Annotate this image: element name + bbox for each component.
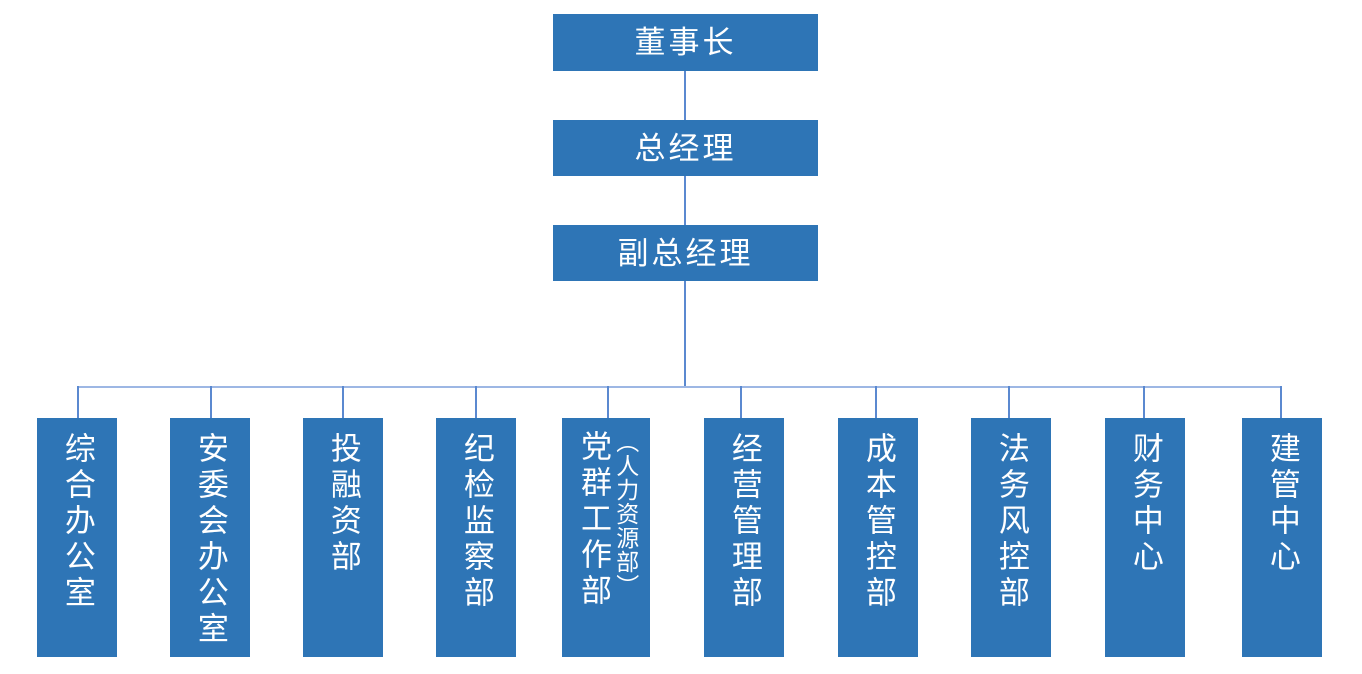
node-department-8[interactable]: 法务风控部 [971, 418, 1051, 657]
node-department-3[interactable]: 投融资部 [303, 418, 383, 657]
department-7-text-block: 成本管控部 [859, 432, 897, 657]
connector-drop-6 [740, 386, 742, 418]
department-2-text-block: 安委会办公室 [191, 432, 229, 657]
department-3-text-block: 投融资部 [324, 432, 362, 657]
connector-horizontal-bus [77, 386, 1282, 388]
node-department-4[interactable]: 纪检监察部 [436, 418, 516, 657]
node-department-7[interactable]: 成本管控部 [838, 418, 918, 657]
department-6-text-block: 经营管理部 [725, 432, 763, 657]
node-department-3-label: 投融资部 [325, 432, 361, 576]
department-10-text-block: 建管中心 [1263, 432, 1301, 657]
node-department-4-label: 纪检监察部 [458, 432, 494, 612]
connector-drop-9 [1143, 386, 1145, 418]
department-4-text-block: 纪检监察部 [457, 432, 495, 657]
node-department-10-label: 建管中心 [1264, 432, 1300, 576]
node-department-6-label: 经营管理部 [726, 432, 762, 612]
node-department-10[interactable]: 建管中心 [1242, 418, 1322, 657]
node-department-1[interactable]: 综合办公室 [37, 418, 117, 657]
connector-deputy-to-bus [684, 281, 686, 387]
node-department-5-sublabel: （人力资源部） [612, 430, 639, 598]
connector-chairman-to-gm [684, 71, 686, 120]
connector-drop-2 [210, 386, 212, 418]
node-general-manager-label: 总经理 [634, 130, 737, 166]
department-8-text-block: 法务风控部 [992, 432, 1030, 657]
node-department-7-label: 成本管控部 [860, 432, 896, 612]
node-department-6[interactable]: 经营管理部 [704, 418, 784, 657]
node-deputy-general-manager[interactable]: 副总经理 [553, 225, 818, 281]
connector-drop-5 [607, 386, 609, 418]
connector-drop-10 [1280, 386, 1282, 418]
node-department-2[interactable]: 安委会办公室 [170, 418, 250, 657]
node-chairman-label: 董事长 [634, 25, 737, 60]
node-department-1-label: 综合办公室 [59, 432, 95, 612]
department-5-text-block: 党群工作部 （人力资源部） [574, 430, 639, 657]
node-department-2-label: 安委会办公室 [192, 432, 228, 648]
connector-drop-8 [1008, 386, 1010, 418]
node-department-8-label: 法务风控部 [993, 432, 1029, 612]
connector-drop-7 [875, 386, 877, 418]
node-department-9[interactable]: 财务中心 [1105, 418, 1185, 657]
connector-drop-1 [77, 386, 79, 418]
node-department-5[interactable]: 党群工作部 （人力资源部） [562, 418, 650, 657]
department-1-text-block: 综合办公室 [58, 432, 96, 657]
connector-gm-to-deputy [684, 176, 686, 225]
node-chairman[interactable]: 董事长 [553, 14, 818, 71]
node-deputy-general-manager-label: 副总经理 [617, 235, 754, 271]
department-9-text-block: 财务中心 [1126, 432, 1164, 657]
node-department-9-label: 财务中心 [1127, 432, 1163, 576]
connector-drop-4 [475, 386, 477, 418]
connector-drop-3 [342, 386, 344, 418]
node-department-5-label: 党群工作部 [576, 430, 612, 610]
node-general-manager[interactable]: 总经理 [553, 120, 818, 176]
